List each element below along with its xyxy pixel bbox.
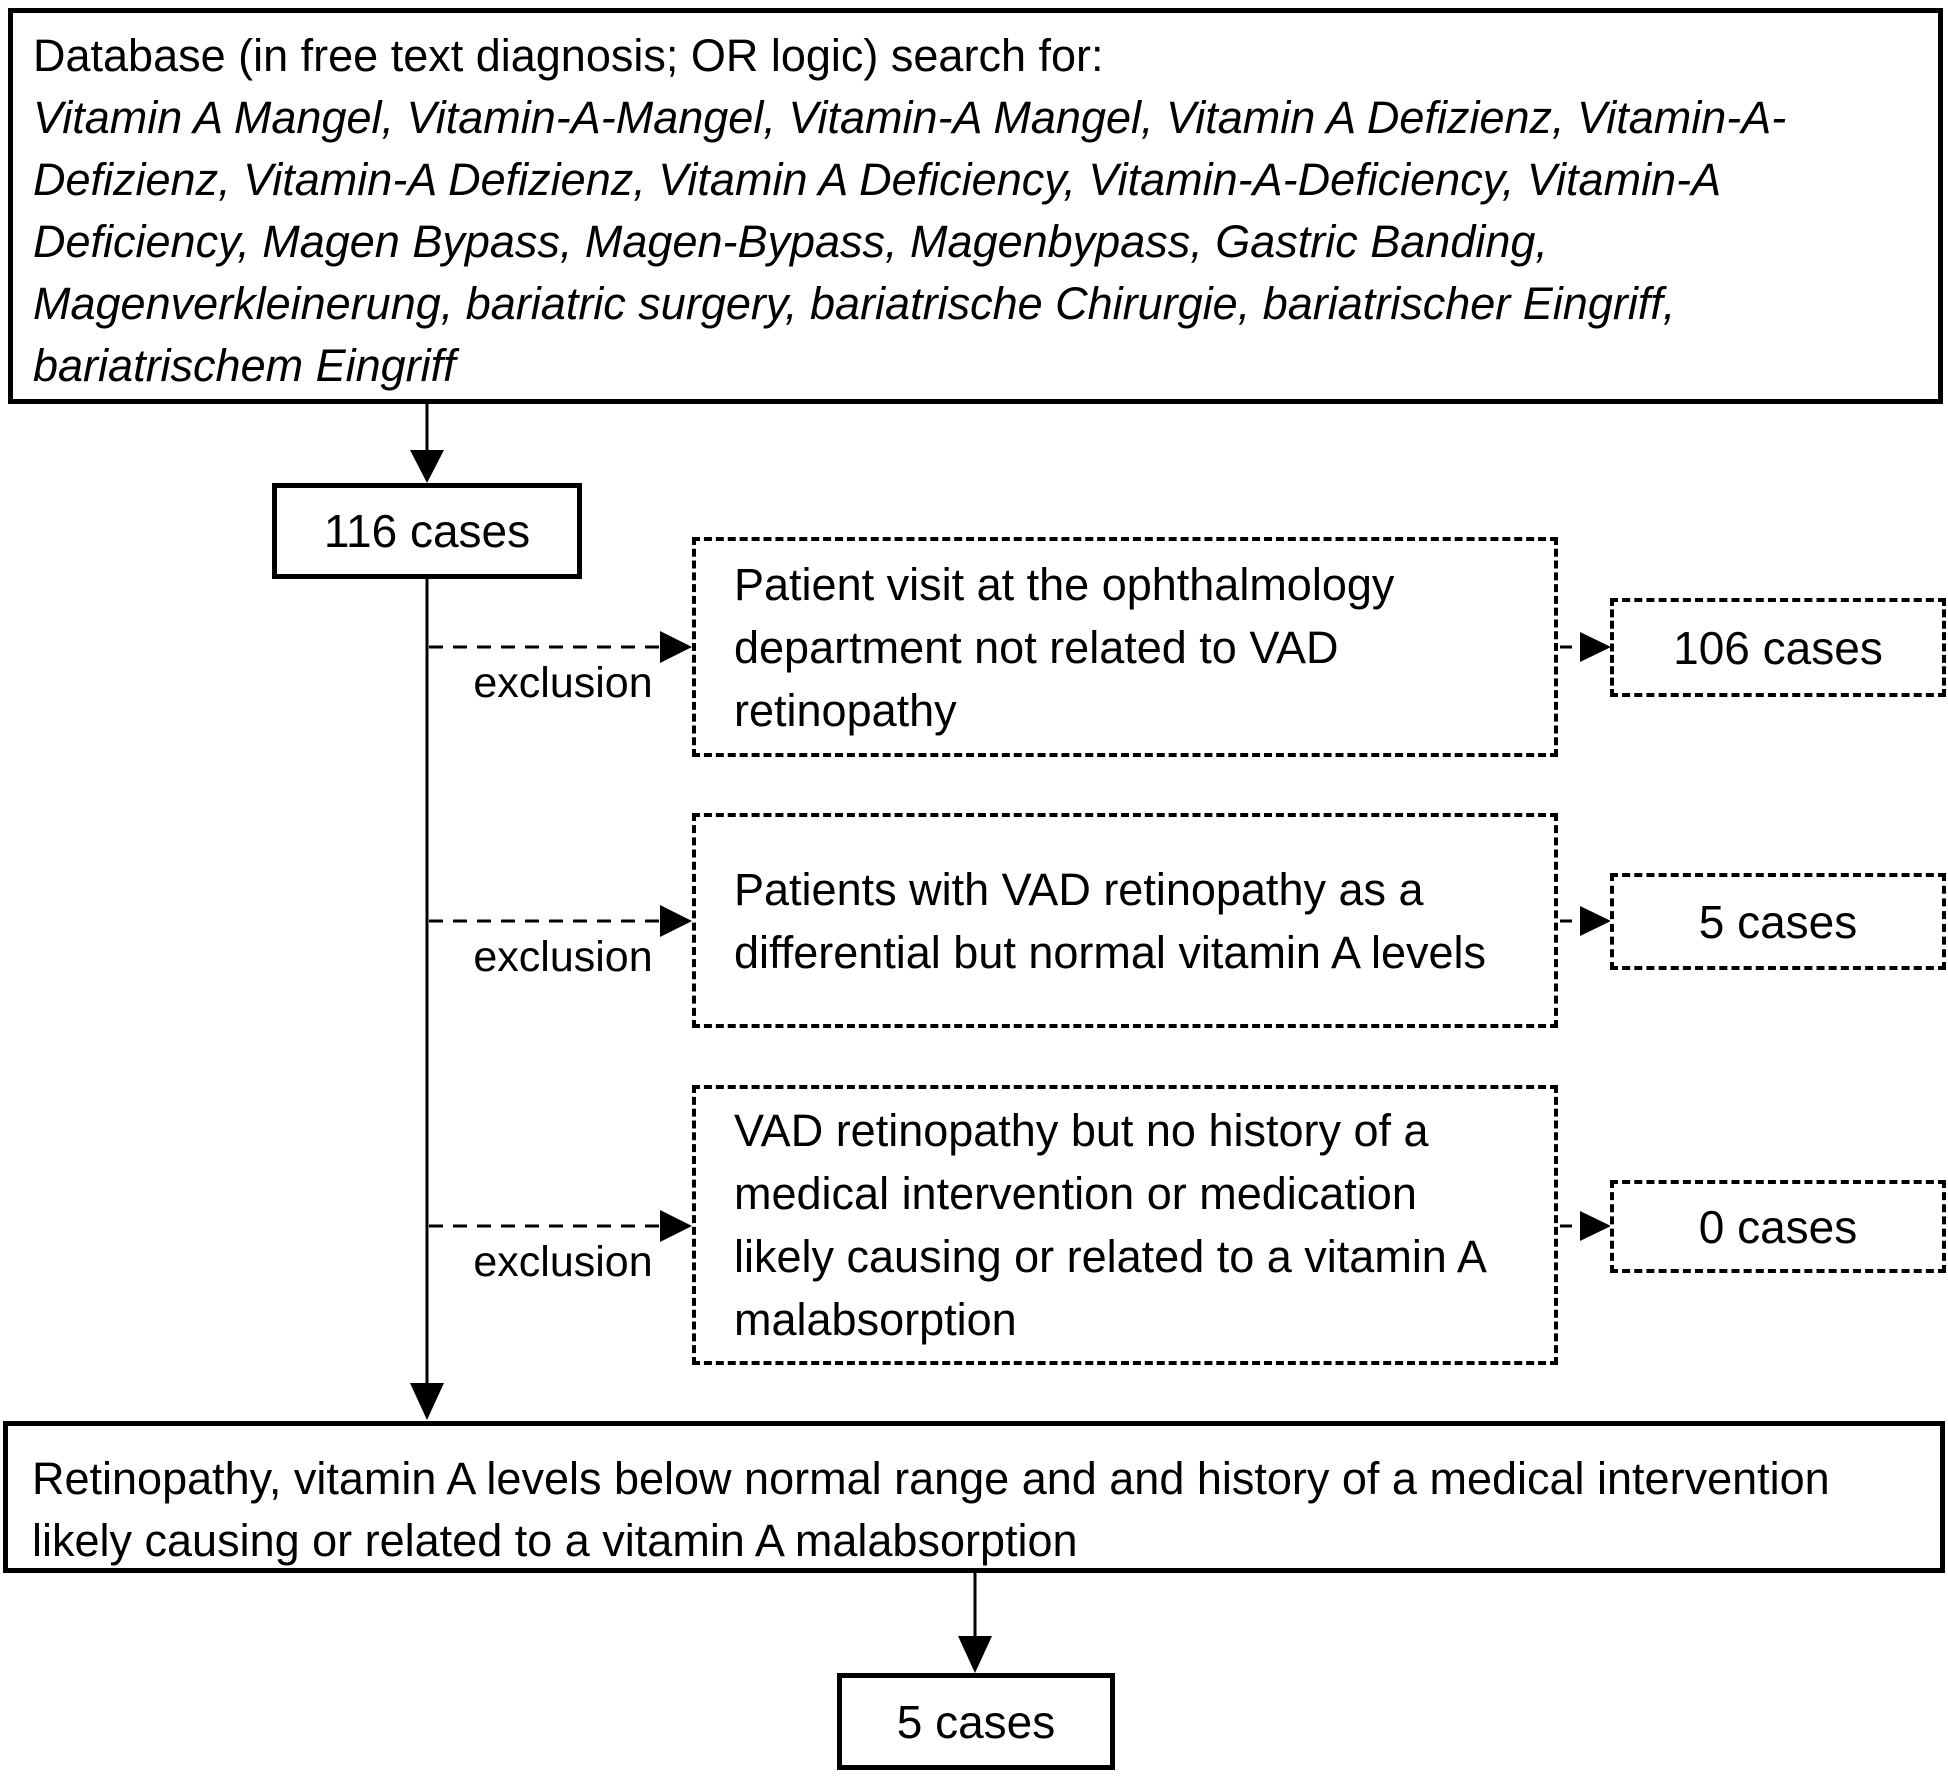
arrowhead-right-icon bbox=[660, 631, 692, 663]
final-cases-label: 5 cases bbox=[896, 1695, 1056, 1748]
arrowhead-right-icon bbox=[1580, 1211, 1611, 1241]
arrowhead-down-icon bbox=[410, 450, 444, 483]
exclusion-result-box-2: 5 cases bbox=[1610, 873, 1946, 970]
exclusion-description-2: Patients with VAD retinopathy as a diffe… bbox=[734, 863, 1487, 978]
exclusion-result-box-1: 106 cases bbox=[1610, 598, 1946, 697]
database-search-intro: Database (in free text diagnosis; OR log… bbox=[33, 30, 1104, 81]
total-cases-label: 116 cases bbox=[323, 505, 531, 557]
exclusion-result-1: 106 cases bbox=[1673, 621, 1883, 674]
inclusion-criteria-box: Retinopathy, vitamin A levels below norm… bbox=[3, 1421, 1945, 1573]
exclusion-result-3: 0 cases bbox=[1698, 1200, 1858, 1253]
exclusion-label-2: exclusion bbox=[473, 933, 653, 981]
exclusion-description-box-1: Patient visit at the ophthalmology depar… bbox=[692, 537, 1558, 757]
arrowhead-right-icon bbox=[660, 905, 692, 937]
arrowhead-right-icon bbox=[1580, 632, 1611, 662]
final-cases-box: 5 cases bbox=[837, 1673, 1115, 1770]
exclusion-result-box-3: 0 cases bbox=[1610, 1180, 1946, 1273]
exclusion-description-1: Patient visit at the ophthalmology depar… bbox=[734, 558, 1395, 736]
exclusion-label-1: exclusion bbox=[473, 659, 653, 707]
database-search-box: Database (in free text diagnosis; OR log… bbox=[8, 8, 1943, 404]
exclusion-description-3: VAD retinopathy but no history of a medi… bbox=[734, 1105, 1485, 1345]
exclusion-description-box-3: VAD retinopathy but no history of a medi… bbox=[692, 1085, 1558, 1365]
exclusion-result-2: 5 cases bbox=[1698, 895, 1858, 948]
arrowhead-down-icon bbox=[410, 1383, 444, 1420]
exclusion-description-box-2: Patients with VAD retinopathy as a diffe… bbox=[692, 813, 1558, 1028]
database-search-terms: Vitamin A Mangel, Vitamin-A-Mangel, Vita… bbox=[33, 92, 1787, 391]
exclusion-label-3: exclusion bbox=[473, 1238, 653, 1286]
total-cases-box: 116 cases bbox=[272, 483, 582, 579]
arrowhead-down-icon bbox=[958, 1636, 992, 1673]
arrowhead-right-icon bbox=[1580, 906, 1611, 936]
arrowhead-right-icon bbox=[660, 1210, 692, 1242]
